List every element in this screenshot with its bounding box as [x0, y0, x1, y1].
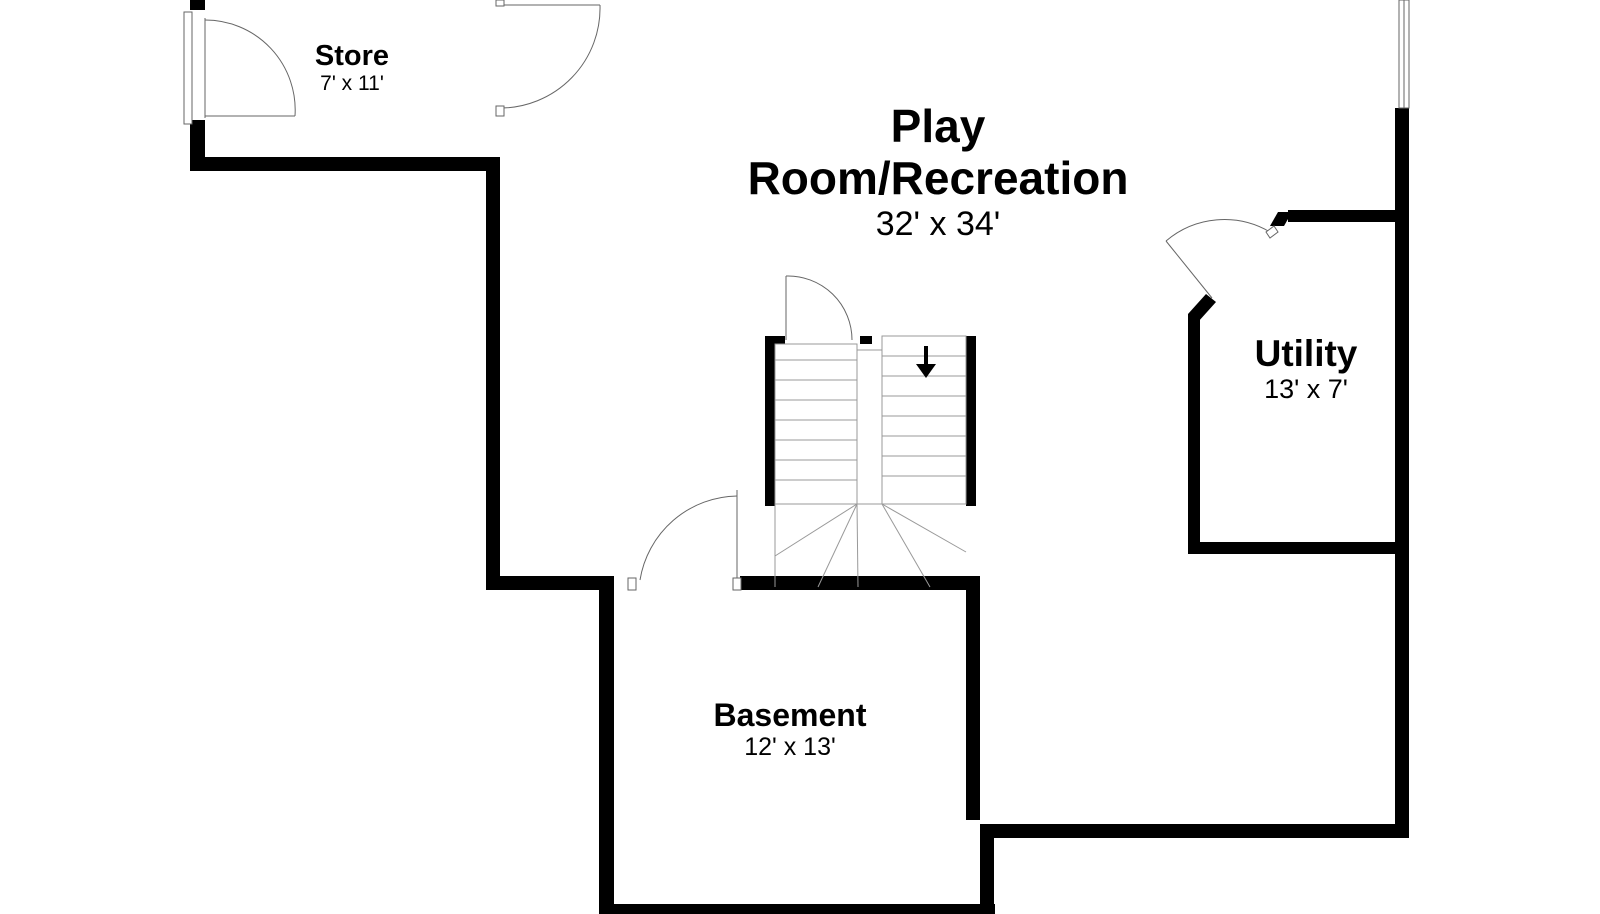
stair-wall-top-mid [860, 336, 872, 344]
play-room-dims: 32' x 34' [875, 205, 1001, 243]
play-wall-bottom [980, 824, 1409, 838]
store-right-door-jamb-top [495, 0, 505, 7]
stair-wall-right [966, 336, 976, 506]
store-dims: 7' x 11' [320, 72, 384, 95]
basement-wall-top [740, 576, 980, 590]
store-label: Store 7' x 11' [315, 40, 389, 96]
play-room-name-line1: Play [890, 100, 986, 152]
play-wall-left-bottom [486, 576, 613, 590]
basement-name: Basement [713, 697, 867, 733]
stair-left-flight [774, 343, 858, 505]
stair-door-arc [785, 275, 853, 341]
basement-wall-right-lower [980, 830, 994, 914]
utility-door-leaf [1165, 240, 1213, 299]
utility-wall-top [1288, 210, 1409, 222]
basement-dims: 12' x 13' [744, 733, 836, 761]
utility-wall-left [1188, 314, 1200, 552]
arrow-down-icon [916, 346, 936, 378]
stair-left-treads [775, 359, 857, 481]
stair-winder-treads [774, 503, 967, 588]
play-wall-right [1395, 108, 1409, 838]
stair-center-rail [856, 349, 883, 505]
basement-wall-left [599, 576, 614, 914]
utility-wall-top-diagonal [1270, 212, 1292, 226]
play-room-name-line2: Room/Recreation [747, 152, 1129, 204]
store-right-door-arc [499, 4, 601, 109]
basement-wall-right [966, 576, 980, 820]
utility-dims: 13' x 7' [1264, 374, 1348, 404]
stair-right-treads [882, 355, 966, 477]
play-wall-left-upper [486, 157, 500, 587]
store-name: Store [314, 40, 390, 72]
utility-wall-bottom [1188, 542, 1409, 554]
store-right-door-jamb-bottom [495, 105, 505, 117]
stair-wall-top-left [765, 336, 785, 344]
store-door-arc [204, 19, 296, 117]
basement-door-jamb-left [627, 577, 637, 591]
basement-label: Basement 12' x 13' [714, 697, 867, 761]
utility-door-arc [1165, 219, 1271, 242]
utility-name: Utility [1254, 333, 1358, 374]
store-door-jamb [183, 11, 193, 125]
store-wall-left [190, 0, 205, 10]
play-room-label: Play Room/Recreation 32' x 34' [748, 100, 1129, 244]
basement-door-arc [639, 495, 738, 581]
utility-door-jamb [1265, 225, 1279, 239]
stair-wall-left [765, 336, 775, 506]
store-wall-bottom [190, 157, 495, 171]
utility-label: Utility 13' x 7' [1254, 333, 1358, 405]
basement-door-jamb-right [732, 577, 742, 591]
basement-wall-bottom [599, 904, 995, 914]
